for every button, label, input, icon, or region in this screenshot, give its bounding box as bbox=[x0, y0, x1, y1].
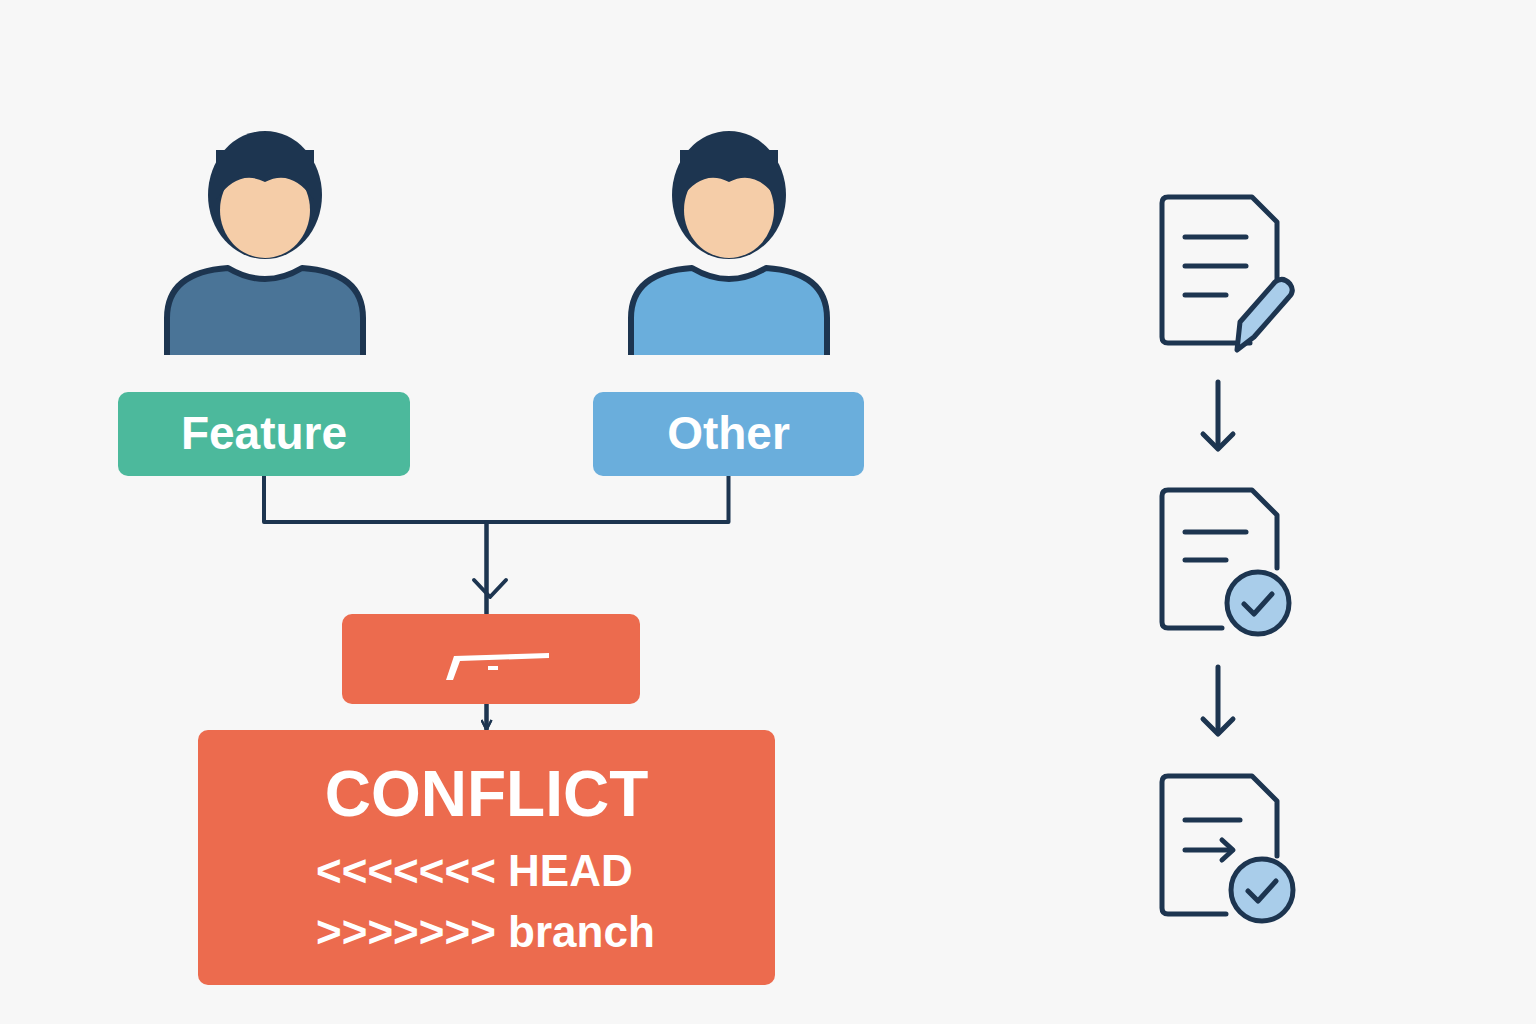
merge-glyph bbox=[446, 653, 549, 680]
person-icon bbox=[167, 131, 363, 355]
branch-box: Feature bbox=[118, 392, 410, 476]
merge-box bbox=[342, 614, 640, 704]
branch-box: Other bbox=[593, 392, 864, 476]
box-text: <<<<<<< HEAD bbox=[316, 845, 633, 898]
document-flow-icons bbox=[1162, 197, 1293, 921]
box-text-line: CONFLICT bbox=[198, 756, 775, 833]
box-text: Other bbox=[667, 406, 790, 461]
conflict-box: CONFLICT <<<<<<< HEAD >>>>>>> branch bbox=[198, 730, 775, 985]
box-text-line: Other bbox=[593, 406, 864, 461]
box-text: Feature bbox=[181, 406, 347, 461]
box-text-line: Feature bbox=[118, 406, 410, 461]
box-text-line: >>>>>>> branch bbox=[316, 906, 775, 959]
merge-glyph bbox=[488, 666, 498, 670]
box-text-line: <<<<<<< HEAD bbox=[316, 845, 775, 898]
box-text: CONFLICT bbox=[325, 756, 649, 833]
person-icon bbox=[631, 131, 827, 355]
box-text: >>>>>>> branch bbox=[316, 906, 655, 959]
merge-arrowhead bbox=[474, 580, 506, 597]
